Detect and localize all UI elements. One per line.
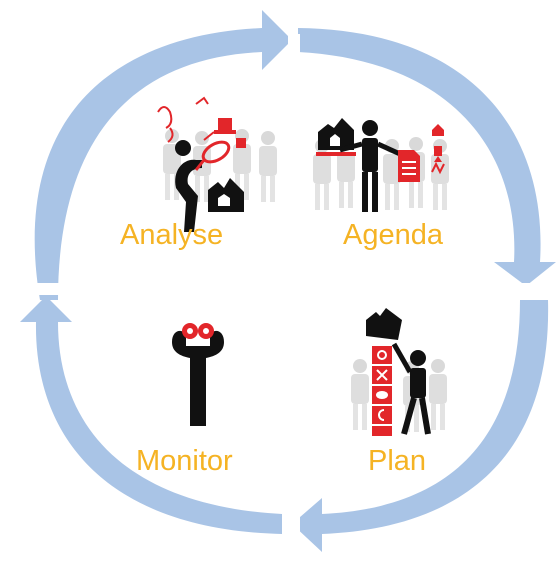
- quadrant-label-agenda: Agenda: [343, 219, 444, 251]
- quadrant-label-analyse: Analyse: [120, 219, 223, 251]
- arrow-bottom-left: [20, 296, 282, 534]
- agenda-sketch-icons: [431, 124, 445, 175]
- binoculars-icon: [182, 323, 214, 339]
- arrow-top-left: [34, 10, 292, 300]
- document-icon: [398, 150, 420, 182]
- analyse-illustration: Analyse: [120, 96, 277, 251]
- monitor-illustration: Monitor: [136, 323, 233, 477]
- cycle-arrows: [20, 10, 556, 552]
- observer-figure: [172, 330, 224, 426]
- dividers: [28, 34, 548, 540]
- builder-figure: [391, 342, 431, 435]
- quadrant-label-monitor: Monitor: [136, 445, 233, 477]
- puzzle-blocks-icon: [372, 346, 392, 436]
- quadrant-label-plan: Plan: [368, 445, 426, 477]
- house-icon: [316, 118, 356, 156]
- magnifying-glass-icon: [175, 140, 231, 232]
- arrow-bottom-right: [292, 300, 549, 552]
- arrow-top-right: [298, 28, 556, 286]
- house-icon: [366, 308, 402, 340]
- agenda-illustration: Agenda: [313, 118, 449, 251]
- presenter-figure: [339, 120, 402, 212]
- plan-illustration: Plan: [351, 308, 447, 477]
- house-outline-icon: [208, 178, 244, 212]
- analysis-sketch-icons: [157, 96, 246, 148]
